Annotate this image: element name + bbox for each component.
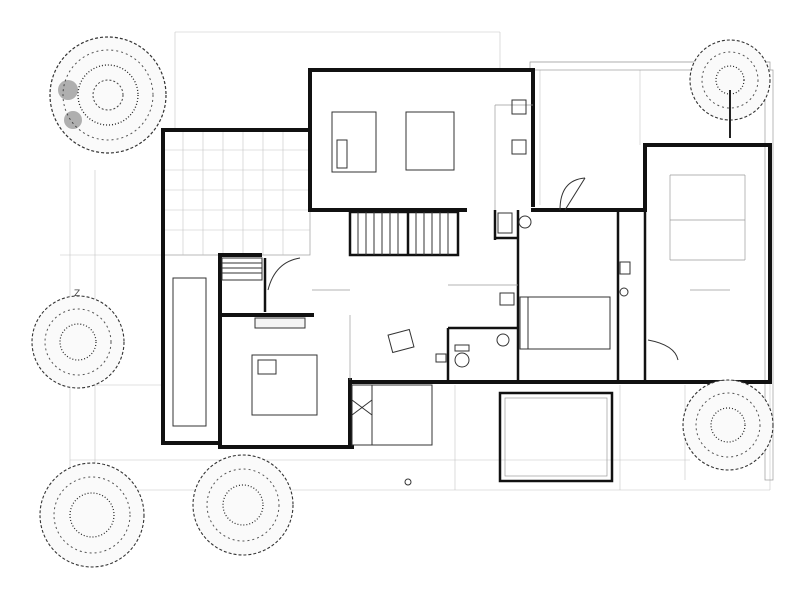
site-grid — [60, 31, 774, 491]
bed-top-right — [405, 111, 455, 171]
tree-icon — [49, 36, 167, 154]
bed-center-right — [527, 296, 611, 350]
trees — [31, 36, 774, 568]
north-mark: Z — [74, 289, 80, 299]
staircase — [221, 210, 460, 446]
bed-lower-left — [251, 354, 318, 416]
interior-partitions — [312, 104, 533, 380]
tree-icon — [192, 454, 294, 556]
terrace-paving — [162, 129, 311, 256]
tree-icon — [39, 462, 145, 568]
tree-icon — [689, 39, 771, 138]
pool — [498, 391, 614, 483]
tree-icon — [682, 379, 774, 471]
bed-top-left — [331, 111, 377, 173]
tree-icon — [31, 295, 125, 389]
furniture — [172, 99, 746, 486]
